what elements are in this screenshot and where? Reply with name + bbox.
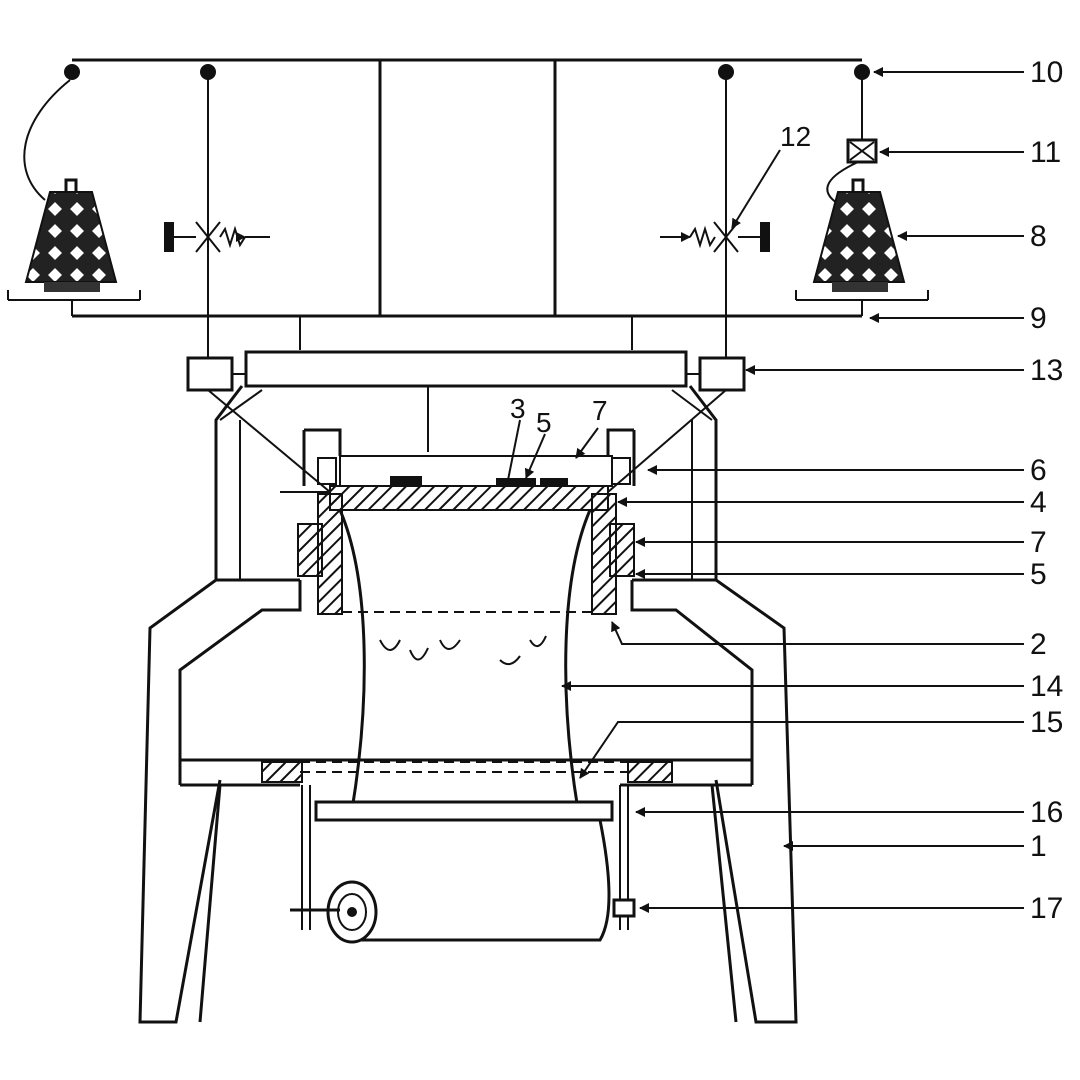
dial — [329, 485, 609, 511]
label-14: 14 — [1030, 670, 1063, 703]
label-13: 13 — [1030, 354, 1063, 387]
label-5: 5 — [1030, 558, 1047, 591]
label-10: 10 — [1030, 56, 1063, 89]
cam-system — [207, 389, 727, 615]
label-12: 12 — [780, 121, 811, 152]
label-1: 1 — [1030, 830, 1047, 863]
callout-labels: 10 11 8 9 13 6 4 7 5 2 14 15 16 1 17 — [1030, 56, 1063, 925]
inline-labels: 12 3 5 7 — [510, 121, 811, 438]
feeder-plate — [244, 350, 688, 388]
label-4: 4 — [1030, 486, 1047, 519]
label-11: 11 — [1030, 136, 1061, 169]
creel-frame — [64, 58, 870, 358]
take-down-mechanism — [290, 785, 636, 944]
label-16: 16 — [1030, 796, 1063, 829]
yarn-feeder-right — [698, 356, 746, 392]
fabric-spreader — [314, 800, 614, 822]
label-6: 6 — [1030, 454, 1047, 487]
label-9: 9 — [1030, 302, 1047, 335]
label-2: 2 — [1030, 628, 1047, 661]
label-15: 15 — [1030, 706, 1063, 739]
needle-cylinder-left — [317, 493, 343, 615]
label-5-inline: 5 — [536, 407, 552, 438]
machine-frame — [138, 385, 798, 1024]
label-7-inline: 7 — [592, 395, 608, 426]
yarn-tensioner-left — [164, 221, 270, 253]
label-8: 8 — [1030, 220, 1047, 253]
label-7: 7 — [1030, 526, 1047, 559]
yarn-feeder-left — [186, 356, 234, 392]
take-down-bearings — [261, 761, 673, 783]
needle-cylinder-right — [591, 493, 617, 615]
label-3: 3 — [510, 393, 526, 424]
fabric-tube — [300, 509, 628, 811]
label-17: 17 — [1030, 892, 1063, 925]
yarn-package-right — [795, 138, 929, 316]
feeder-ring — [186, 350, 746, 452]
yarn-tensioner-right — [660, 221, 770, 253]
callout-leaders — [507, 67, 1024, 913]
yarn-package-left — [7, 79, 141, 316]
